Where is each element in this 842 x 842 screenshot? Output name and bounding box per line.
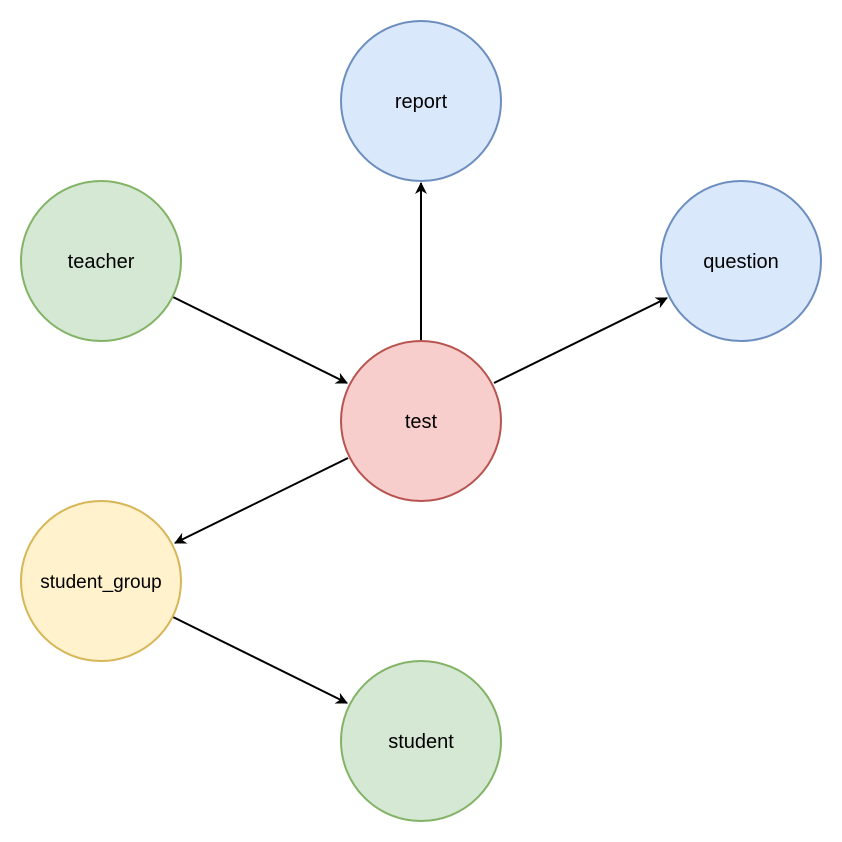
node-student-group[interactable]: student_group — [20, 500, 182, 662]
node-question-label: question — [703, 251, 779, 273]
node-teacher[interactable]: teacher — [20, 180, 182, 342]
node-report-circle[interactable] — [340, 20, 502, 182]
node-teacher-label: teacher — [68, 251, 135, 273]
node-report[interactable]: report — [340, 20, 502, 182]
edge-test-to-student-group[interactable] — [174, 457, 349, 544]
node-student-group-label: student_group — [40, 572, 162, 593]
node-student-circle[interactable] — [340, 660, 502, 822]
node-test-circle[interactable] — [340, 340, 502, 502]
edge-test-to-question[interactable] — [493, 297, 668, 384]
node-question[interactable]: question — [660, 180, 822, 342]
edge-teacher-to-test[interactable] — [172, 296, 348, 384]
node-question-circle[interactable] — [660, 180, 822, 342]
node-report-label: report — [395, 91, 448, 113]
node-student-label: student — [388, 731, 454, 753]
node-student-group-circle[interactable] — [20, 500, 182, 662]
node-teacher-circle[interactable] — [20, 180, 182, 342]
edges — [172, 182, 668, 704]
node-student[interactable]: student — [340, 660, 502, 822]
node-test-label: test — [405, 411, 438, 433]
node-test[interactable]: test — [340, 340, 502, 502]
edge-student-group-to-student[interactable] — [172, 616, 348, 704]
